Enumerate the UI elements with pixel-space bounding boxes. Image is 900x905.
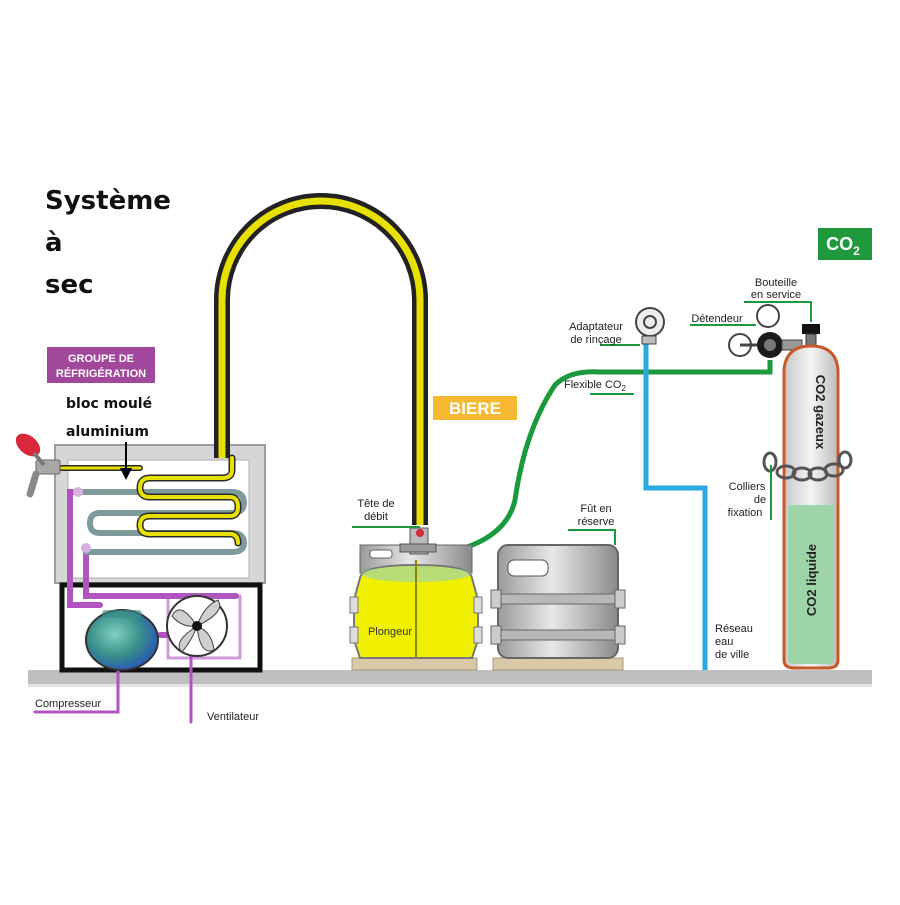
reserve-keg [490, 544, 626, 659]
reseau-label-line3: de ville [715, 649, 749, 661]
colliers-label-line1: Colliers [729, 481, 766, 493]
refrigeration-tag-line1: GROUPE DE [68, 353, 134, 365]
adaptateur-label-line2: de rinçage [570, 334, 621, 346]
co2-line [429, 360, 773, 559]
floor [28, 670, 872, 684]
co2-tag-bg [818, 228, 872, 260]
regulator-icon [728, 304, 803, 358]
biere-tag: BIERE [449, 399, 501, 418]
tete-label-line2: débit [364, 511, 388, 523]
tete-label-line1: Tête de [357, 498, 394, 510]
active-keg [349, 544, 483, 659]
flexible-label-text: Flexible CO [564, 379, 622, 391]
fut-label-line2: réserve [578, 516, 615, 528]
compressor-icon [85, 609, 159, 671]
coupler-icon [399, 527, 437, 555]
detendeur-label: Détendeur [691, 313, 743, 325]
bloc-arrow [120, 442, 132, 480]
refrigeration-tag-line2: RÉFRIGÉRATION [56, 367, 146, 380]
colliers-label-line3: fixation [728, 507, 763, 519]
co2-gazeux-label: CO2 gazeux [813, 375, 828, 450]
co2-tag-text: CO [826, 234, 853, 254]
beer-tap-icon[interactable] [11, 429, 61, 498]
flexible-label: Flexible CO2 [564, 379, 626, 393]
title-line3: sec [45, 270, 94, 300]
evaporator-coil [77, 489, 248, 555]
plongeur-label: Plongeur [368, 626, 412, 638]
title-line1: Système [45, 186, 171, 216]
cylinder-chain [762, 450, 853, 482]
title-line2: à [45, 228, 63, 258]
fut-label-line1: Fût en [580, 503, 611, 515]
colliers-label-line2: de [754, 494, 766, 506]
reseau-label-line1: Réseau [715, 623, 753, 635]
co2-liquide-label: CO2 liquide [804, 544, 819, 616]
refrigeration-tag-bg [47, 347, 155, 383]
fan-icon [166, 594, 242, 660]
water-line [643, 340, 708, 670]
co2-tag-sub: 2 [853, 244, 860, 258]
bouteille-label-line2: en service [751, 289, 801, 301]
pallets [351, 657, 624, 671]
leader-lines [352, 301, 812, 545]
biere-tag-bg [433, 396, 517, 420]
adaptateur-label-line1: Adaptateur [569, 321, 623, 333]
compresseur-label: Compresseur [35, 698, 101, 710]
flexible-label-sub: 2 [621, 384, 626, 393]
bouteille-label-line1: Bouteille [755, 277, 797, 289]
ventilateur-label: Ventilateur [207, 711, 259, 723]
beer-line [214, 193, 428, 525]
bloc-label-line2: aluminium [66, 424, 149, 440]
bloc-label-line1: bloc moulé [66, 396, 152, 412]
reseau-label-line2: eau [715, 636, 733, 648]
rinse-adapter-icon [635, 307, 665, 345]
co2-tag: CO2 [826, 234, 860, 258]
co2-cylinder [782, 324, 840, 670]
